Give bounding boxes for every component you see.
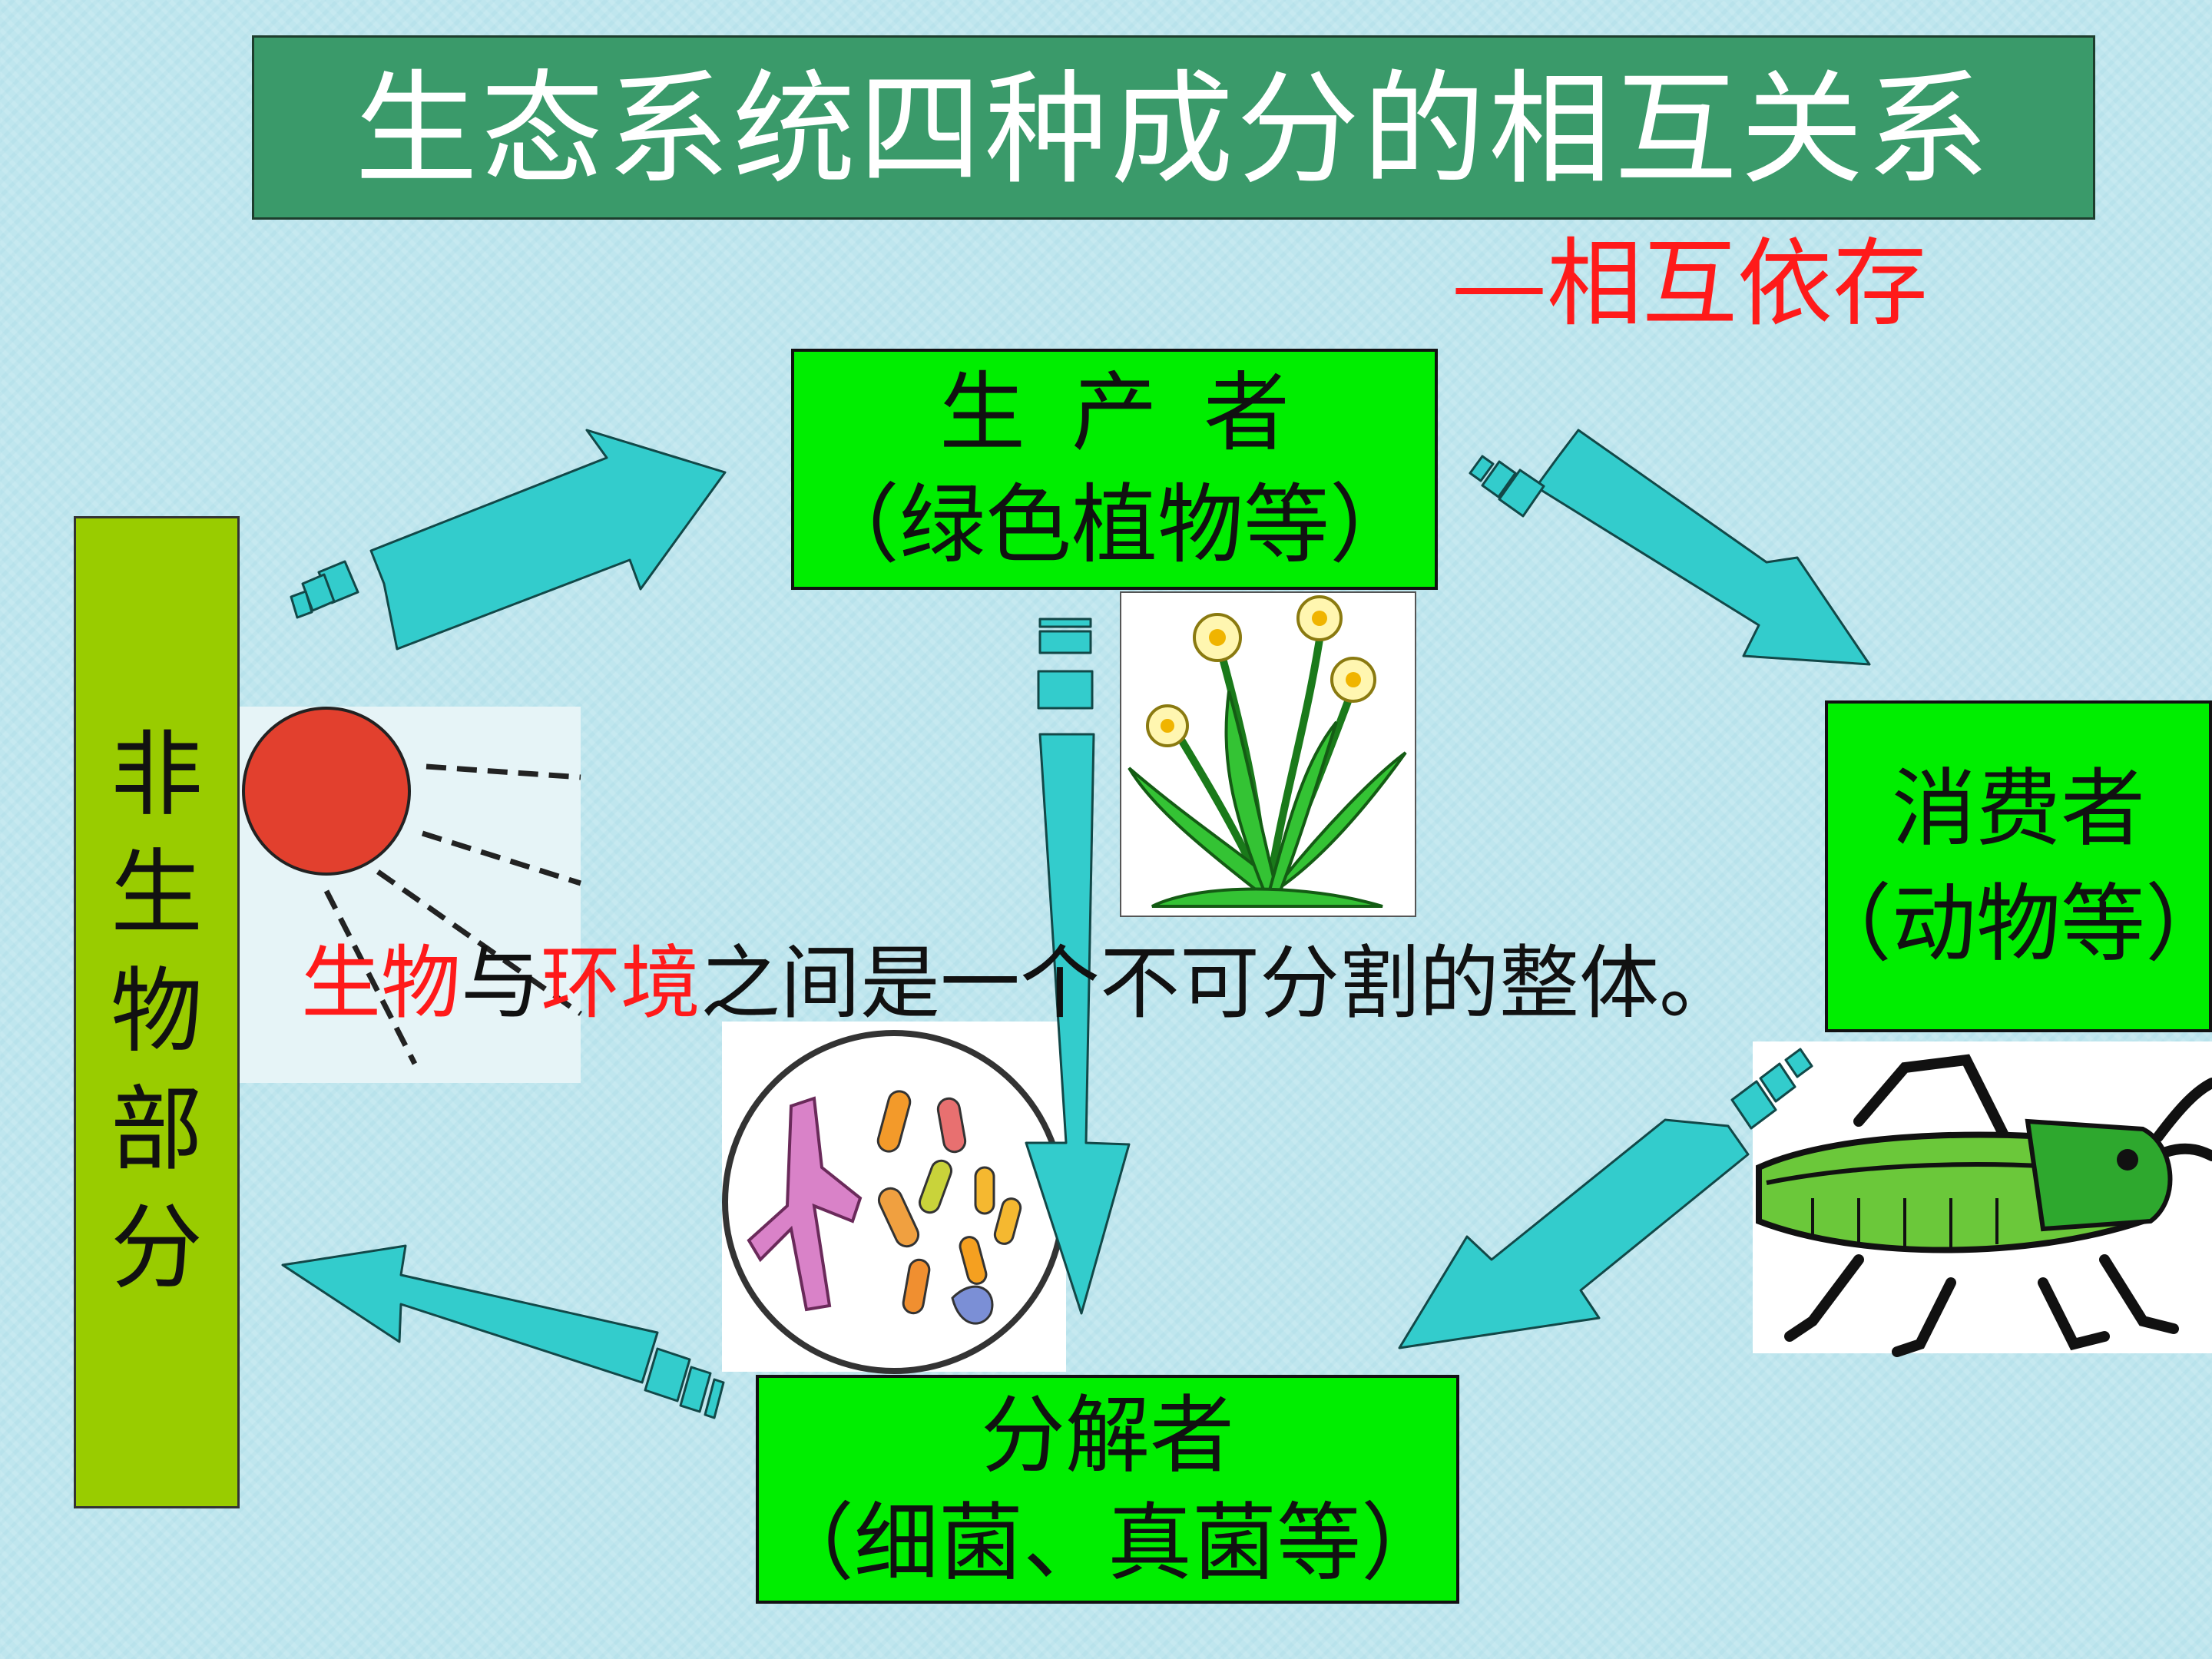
consumer-label: 消费者	[1892, 760, 2145, 858]
sun-icon	[242, 707, 583, 1065]
caption: 生物与环境之间是一个不可分割的整体。	[301, 933, 1837, 1033]
producer-box: 生产者 （绿色植物等）	[791, 349, 1438, 590]
caption-organism: 生物	[301, 936, 462, 1030]
producer-examples: （绿色植物等）	[813, 475, 1416, 575]
arrow-producer-to-consumer	[1469, 429, 1871, 666]
arrow-producer-to-decomposer	[1025, 618, 1131, 1315]
decomposer-box: 分解者 （细菌、真菌等）	[756, 1375, 1459, 1604]
caption-and: 与	[461, 936, 541, 1030]
abiotic-box: 非 生 物 部 分	[74, 516, 240, 1508]
decomposer-examples: （细菌、真菌等）	[770, 1494, 1445, 1592]
flower-icon	[1128, 595, 1407, 908]
arrow-decomposer-to-abiotic	[281, 1244, 725, 1419]
caption-environment: 环境	[541, 936, 701, 1030]
grasshopper-icon	[1756, 1054, 2212, 1357]
producer-label: 生产者	[939, 363, 1336, 463]
abiotic-char: 部	[111, 1077, 203, 1184]
microbe-icon	[722, 1030, 1066, 1374]
consumer-box: 消费者 （动物等）	[1807, 700, 2212, 1032]
abiotic-char: 分	[111, 1195, 203, 1302]
abiotic-char: 物	[111, 959, 203, 1065]
abiotic-char: 非	[111, 722, 203, 829]
decomposer-label: 分解者	[981, 1386, 1234, 1485]
consumer-examples: （动物等）	[1807, 875, 2212, 973]
caption-rest: 之间是一个不可分割的整体。	[700, 936, 1740, 1030]
arrow-consumer-to-decomposer	[1398, 1048, 1813, 1349]
page-title: 生态系统四种成分的相互关系	[252, 35, 2095, 220]
arrow-abiotic-to-producer	[290, 429, 727, 651]
abiotic-char: 生	[111, 840, 203, 947]
subtitle: —相互依存	[1452, 229, 1929, 339]
